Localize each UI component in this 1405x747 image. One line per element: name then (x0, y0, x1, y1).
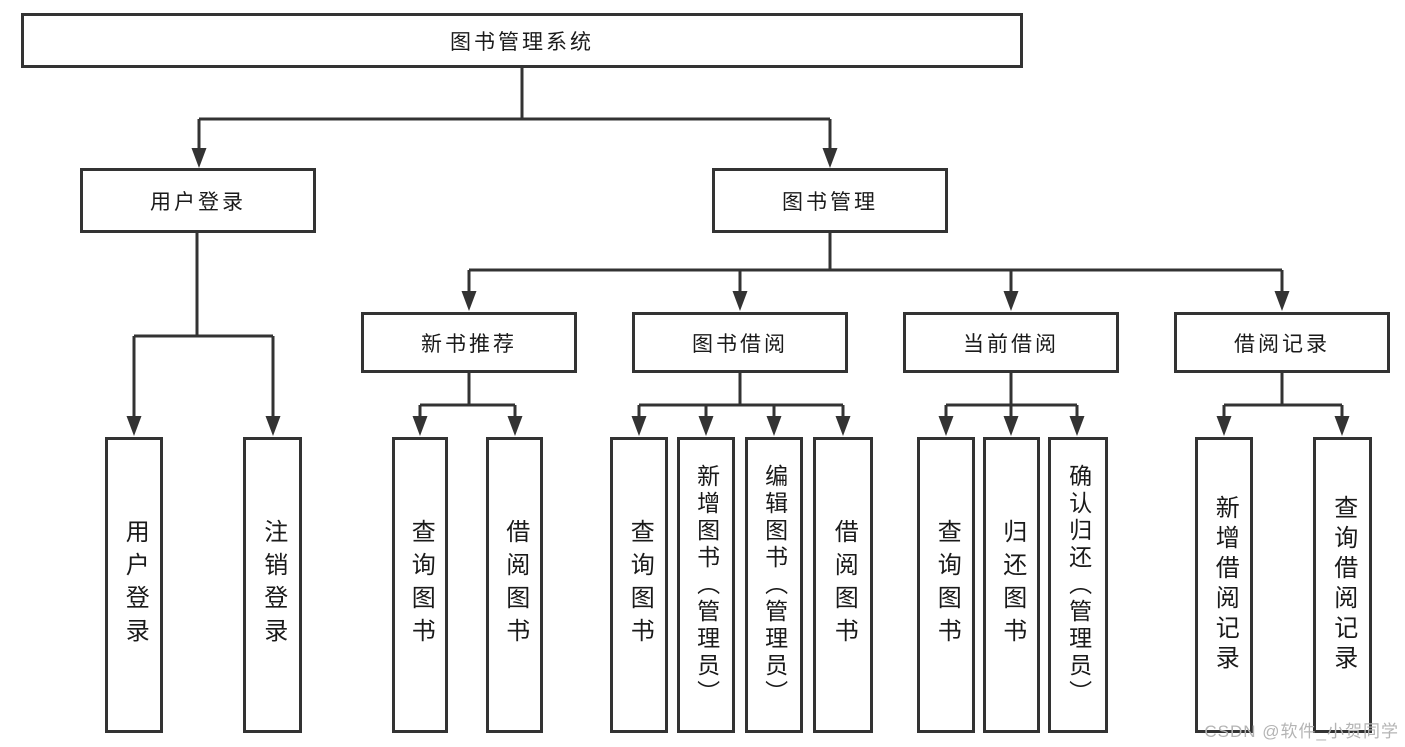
node-book-management: 图书管理 (712, 168, 948, 233)
edge-currentborrow-to-leaves (944, 371, 1079, 418)
leaf-recommend-borrow-books-label: 借阅图书 (501, 519, 529, 651)
node-borrow-record-label: 借阅记录 (1234, 332, 1330, 356)
node-borrow-record: 借阅记录 (1174, 312, 1390, 373)
edge-bookmgmt-to-level3 (467, 231, 1284, 293)
leaf-logout-label: 注销登录 (259, 519, 287, 651)
leaf-add-borrow-record-label: 新增借阅记录 (1211, 495, 1239, 675)
node-book-borrow-label: 图书借阅 (692, 332, 788, 356)
leaf-user-login-label: 用户登录 (121, 519, 149, 651)
leaf-recommend-query-books-label: 查询图书 (407, 519, 435, 651)
node-root-label: 图书管理系统 (450, 30, 594, 54)
leaf-edit-books-admin-label: 编辑图书（管理员） (761, 463, 788, 707)
edge-root-to-level2 (197, 66, 832, 150)
leaf-logout: 注销登录 (243, 437, 302, 733)
leaf-query-borrow-record-label: 查询借阅记录 (1329, 495, 1357, 675)
node-new-book-recommend: 新书推荐 (361, 312, 577, 373)
node-book-management-label: 图书管理 (782, 190, 878, 214)
leaf-borrow-query-books-label: 查询图书 (626, 519, 654, 651)
edge-newbookrec-to-leaves (418, 371, 517, 418)
csdn-watermark: CSDN @软件_小贺同学 (1204, 722, 1399, 741)
arrowheads (126, 148, 1350, 436)
edge-borrowrecord-to-leaves (1222, 371, 1344, 418)
node-book-borrow: 图书借阅 (632, 312, 848, 373)
leaf-current-query-books-label: 查询图书 (933, 519, 961, 651)
edge-bookborrow-to-leaves (637, 371, 845, 418)
leaf-borrow-books: 借阅图书 (813, 437, 873, 733)
leaf-recommend-borrow-books: 借阅图书 (486, 437, 543, 733)
leaf-confirm-return-admin: 确认归还（管理员） (1048, 437, 1108, 733)
leaf-recommend-query-books: 查询图书 (392, 437, 448, 733)
node-user-login-label: 用户登录 (150, 190, 246, 214)
leaf-add-books-admin-label: 新增图书（管理员） (693, 463, 720, 707)
leaf-add-borrow-record: 新增借阅记录 (1195, 437, 1253, 733)
node-current-borrow: 当前借阅 (903, 312, 1119, 373)
leaf-edit-books-admin: 编辑图书（管理员） (745, 437, 803, 733)
leaf-user-login: 用户登录 (105, 437, 163, 733)
node-root: 图书管理系统 (21, 13, 1023, 68)
leaf-current-query-books: 查询图书 (917, 437, 975, 733)
leaf-confirm-return-admin-label: 确认归还（管理员） (1065, 463, 1092, 707)
node-new-book-recommend-label: 新书推荐 (421, 332, 517, 356)
leaf-add-books-admin: 新增图书（管理员） (677, 437, 735, 733)
edge-userlogin-to-leaves (132, 231, 275, 418)
leaf-borrow-query-books: 查询图书 (610, 437, 668, 733)
leaf-query-borrow-record: 查询借阅记录 (1313, 437, 1372, 733)
leaf-return-books: 归还图书 (983, 437, 1040, 733)
node-current-borrow-label: 当前借阅 (963, 332, 1059, 356)
leaf-borrow-books-label: 借阅图书 (830, 519, 858, 651)
leaf-return-books-label: 归还图书 (998, 519, 1026, 651)
node-user-login: 用户登录 (80, 168, 316, 233)
